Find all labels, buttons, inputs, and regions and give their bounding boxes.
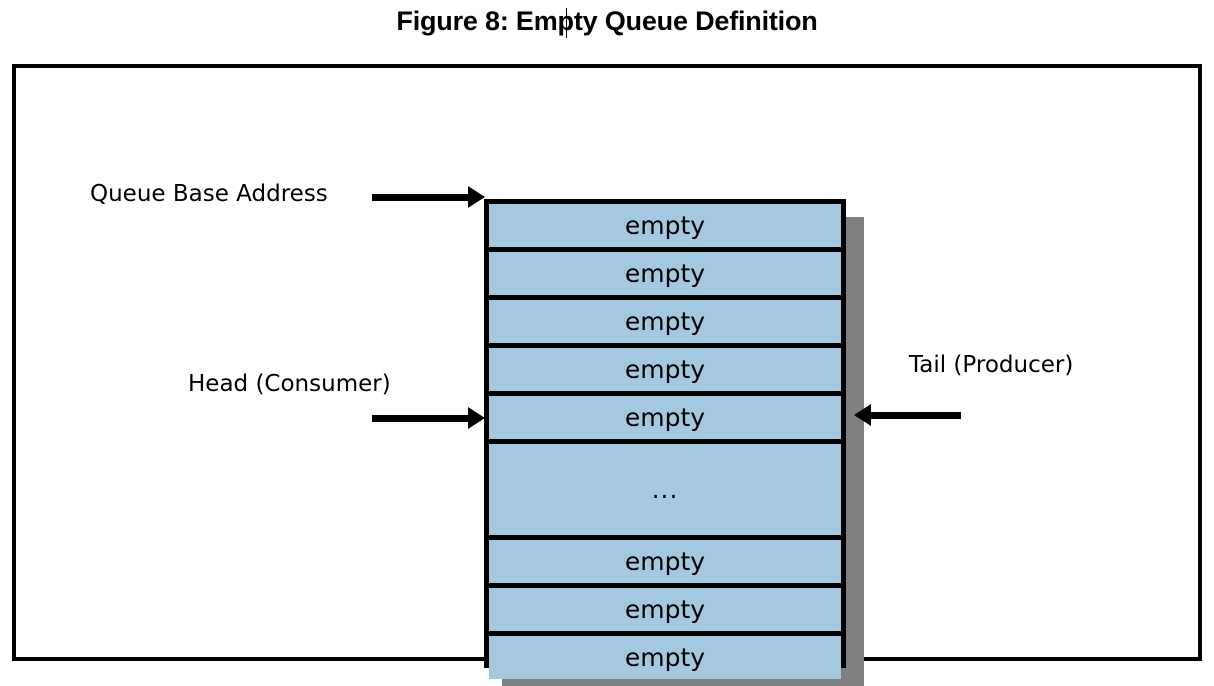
queue-cell-1: empty: [489, 204, 841, 247]
queue-cell-8: empty: [489, 588, 841, 631]
head-pointer-arrow-line: [372, 415, 472, 422]
tail-pointer-arrow-line: [871, 412, 961, 419]
figure-frame: empty empty empty empty empty ... empty …: [12, 64, 1202, 686]
figure-title: Figure 8: Empty Queue Definition: [396, 6, 818, 36]
queue-base-address-arrow-line: [372, 194, 472, 201]
queue-stack: empty empty empty empty empty ... empty …: [484, 199, 846, 679]
queue-cell-4: empty: [489, 348, 841, 391]
head-pointer-arrow-head-icon: [468, 407, 485, 429]
queue-cell-5: empty: [489, 396, 841, 439]
label-head-consumer: Head (Consumer): [188, 371, 391, 397]
tail-pointer-arrow-head-icon: [854, 404, 871, 426]
queue-cell-9: empty: [489, 636, 841, 679]
queue-cell-2: empty: [489, 252, 841, 295]
label-tail-producer: Tail (Producer): [909, 352, 1074, 378]
queue-cell-ellipsis: ...: [489, 444, 841, 535]
label-queue-base-address: Queue Base Address: [90, 181, 328, 207]
queue-base-address-arrow-head-icon: [468, 186, 485, 208]
text-caret: [566, 8, 567, 38]
queue-cell-3: empty: [489, 300, 841, 343]
queue-cell-7: empty: [489, 540, 841, 583]
